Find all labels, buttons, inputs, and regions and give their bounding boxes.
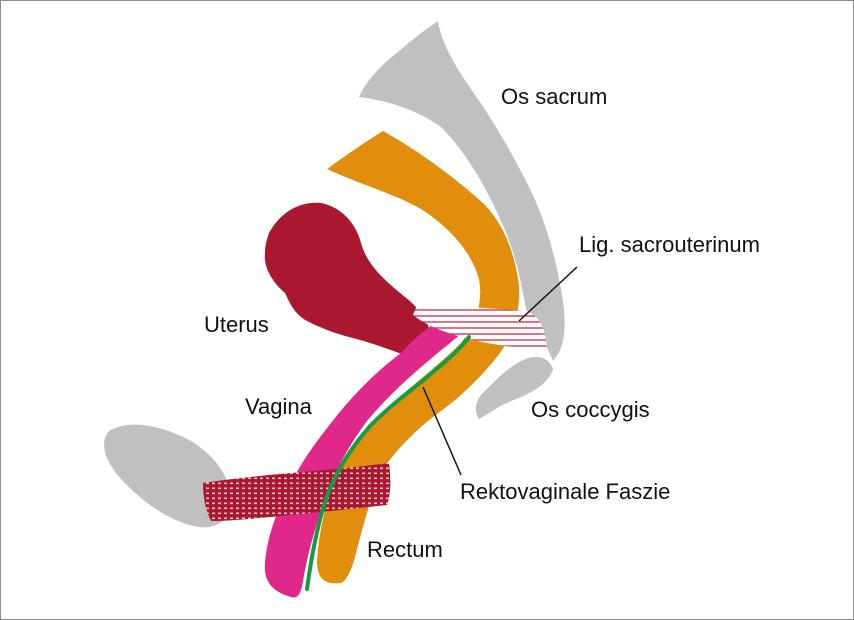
label-os-sacrum: Os sacrum <box>501 84 607 109</box>
perineal-body-shape <box>203 463 391 521</box>
lig-sacrouterinum-shape <box>413 305 547 349</box>
label-vagina: Vagina <box>245 394 313 419</box>
label-os-coccygis: Os coccygis <box>531 397 650 422</box>
uterus-shape <box>264 202 431 357</box>
leader-line-lig-sacrouterinum <box>518 266 578 322</box>
pubic-bone-shape <box>104 424 232 528</box>
vagina-shape <box>264 316 471 598</box>
os-coccygis-shape <box>475 356 553 419</box>
label-lig-sacrouterinum: Lig. sacrouterinum <box>579 232 760 257</box>
label-rektovaginale-faszie: Rektovaginale Faszie <box>460 479 670 504</box>
os-sacrum-shape <box>359 21 565 361</box>
leader-line-rektovaginale-faszie <box>422 386 462 476</box>
label-rectum: Rectum <box>367 537 443 562</box>
rektovaginale-faszie-line <box>305 335 471 591</box>
label-uterus: Uterus <box>204 312 269 337</box>
